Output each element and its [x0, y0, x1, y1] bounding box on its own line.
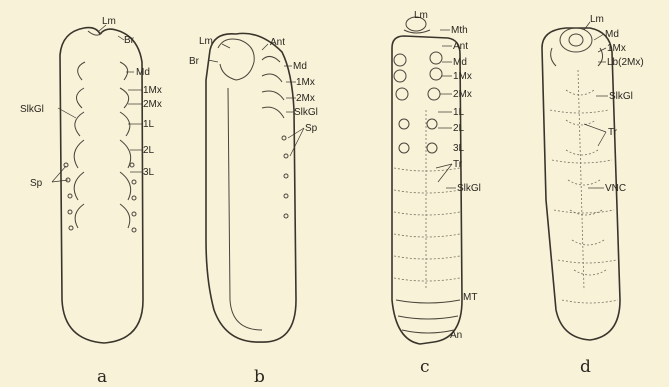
panel-b-label-lm: Lm [199, 36, 213, 47]
panel-c-label-slkgl: SlkGl [457, 183, 481, 194]
panel-a-label-lm: Lm [102, 16, 116, 27]
panel-d-label-slkgl: SlkGl [609, 91, 633, 102]
panel-a-label-3l: 3L [143, 167, 155, 178]
panel-a-label-1l: 1L [143, 119, 155, 130]
panel-a-label-sp: Sp [30, 178, 43, 189]
panel-a-label-br: Br [124, 35, 135, 46]
panel-c-label-mth: Mth [451, 25, 468, 36]
panel-c-label-3l: 3L [453, 143, 465, 154]
panel-b-body-outline [206, 33, 296, 342]
panel-b-label-md: Md [293, 61, 307, 72]
panel-a-leader-lines [52, 25, 142, 182]
panel-c-mouth [404, 30, 430, 33]
panel-b-label-sp: Sp [305, 123, 318, 134]
panel-b-label-slkgl: SlkGl [294, 107, 318, 118]
panel-a-label-slkgl: SlkGl [20, 104, 44, 115]
panel-b-letter: b [254, 367, 265, 387]
panel-b-label-1mx: 1Mx [296, 77, 315, 88]
panel-d-label-vnc: VNC [605, 183, 626, 194]
panel-c-body-outline [392, 36, 462, 344]
panel-c-letter: c [420, 357, 430, 377]
panel-a-appendages-left [74, 62, 85, 228]
panel-b-spiracles [282, 136, 288, 218]
panel-d: Lm Md 1Mx Lb(2Mx) SlkGl Tr VNC d [542, 14, 644, 377]
panel-c-label-an: An [450, 330, 462, 341]
panel-c-label-mt: MT [463, 292, 477, 303]
panel-a-appendages-right [120, 62, 131, 228]
panel-d-appendages [551, 48, 603, 66]
panel-c-label-md: Md [453, 57, 467, 68]
panel-b-head-lobe [218, 39, 254, 80]
panel-d-letter: d [580, 357, 591, 377]
panel-d-label-tr: Tr [608, 127, 618, 138]
panel-a-label-1mx: 1Mx [143, 85, 162, 96]
panel-b-leader-lines [208, 44, 304, 156]
panel-c-label-1mx: 1Mx [453, 71, 472, 82]
panel-d-head-lobe [560, 28, 592, 52]
panel-a-spiracles [64, 163, 136, 232]
panel-c-label-1l: 1L [453, 107, 465, 118]
panel-c-label-2mx: 2Mx [453, 89, 472, 100]
panel-d-mouthpart-ring [569, 34, 583, 46]
panel-b-label-ant: Ant [270, 37, 285, 48]
panel-a-label-2mx: 2Mx [143, 99, 162, 110]
panel-d-label-md: Md [605, 29, 619, 40]
panel-b-label-br: Br [189, 56, 200, 67]
panel-a-label-md: Md [136, 67, 150, 78]
panel-c-label-ant: Ant [453, 41, 468, 52]
panel-a: Lm Br Md 1Mx 2Mx 1L 2L 3L SlkGl Sp a [20, 16, 162, 387]
panel-d-label-lb2mx: Lb(2Mx) [607, 57, 644, 68]
panel-c-label-tr: Tr [453, 159, 463, 170]
panel-c-head-appendages [394, 52, 442, 153]
panel-a-letter: a [97, 367, 107, 387]
panel-c-label-2l: 2L [453, 123, 465, 134]
panel-b-appendages [262, 56, 284, 118]
panel-c-label-lm: Lm [414, 10, 428, 21]
panel-b-inner-fold [228, 88, 262, 330]
panel-a-label-2l: 2L [143, 145, 155, 156]
panel-d-label-lm: Lm [590, 14, 604, 25]
panel-b: Lm Ant Br Md 1Mx 2Mx SlkGl Sp b [189, 33, 318, 387]
panel-b-label-2mx: 2Mx [296, 93, 315, 104]
panel-c: Lm Mth Ant Md 1Mx 2Mx 1L 2L 3L Tr SlkGl … [392, 10, 481, 377]
panel-d-label-1mx: 1Mx [607, 43, 626, 54]
panel-d-leader-lines [584, 22, 608, 188]
